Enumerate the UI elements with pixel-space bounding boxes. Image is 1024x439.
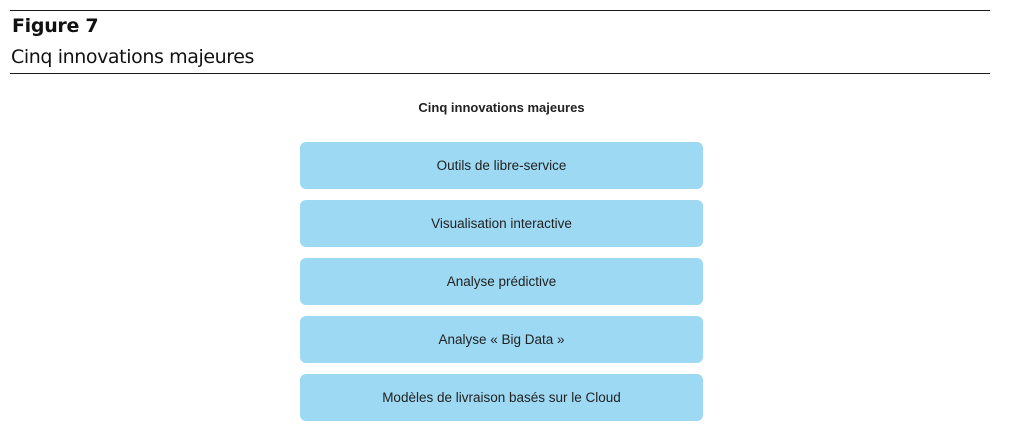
- header-bottom-rule: [10, 73, 990, 74]
- innovation-box-big-data: Analyse « Big Data »: [300, 316, 703, 363]
- innovation-list: Outils de libre-service Visualisation in…: [300, 142, 703, 432]
- diagram-title: Cinq innovations majeures: [418, 100, 585, 115]
- innovation-box-cloud-delivery: Modèles de livraison basés sur le Cloud: [300, 374, 703, 421]
- top-rule: [10, 10, 990, 11]
- innovation-box-interactive-visualization: Visualisation interactive: [300, 200, 703, 247]
- innovation-box-predictive-analysis: Analyse prédictive: [300, 258, 703, 305]
- figure-title: Cinq innovations majeures: [11, 46, 255, 68]
- innovation-box-self-service: Outils de libre-service: [300, 142, 703, 189]
- figure-label: Figure 7: [12, 15, 99, 37]
